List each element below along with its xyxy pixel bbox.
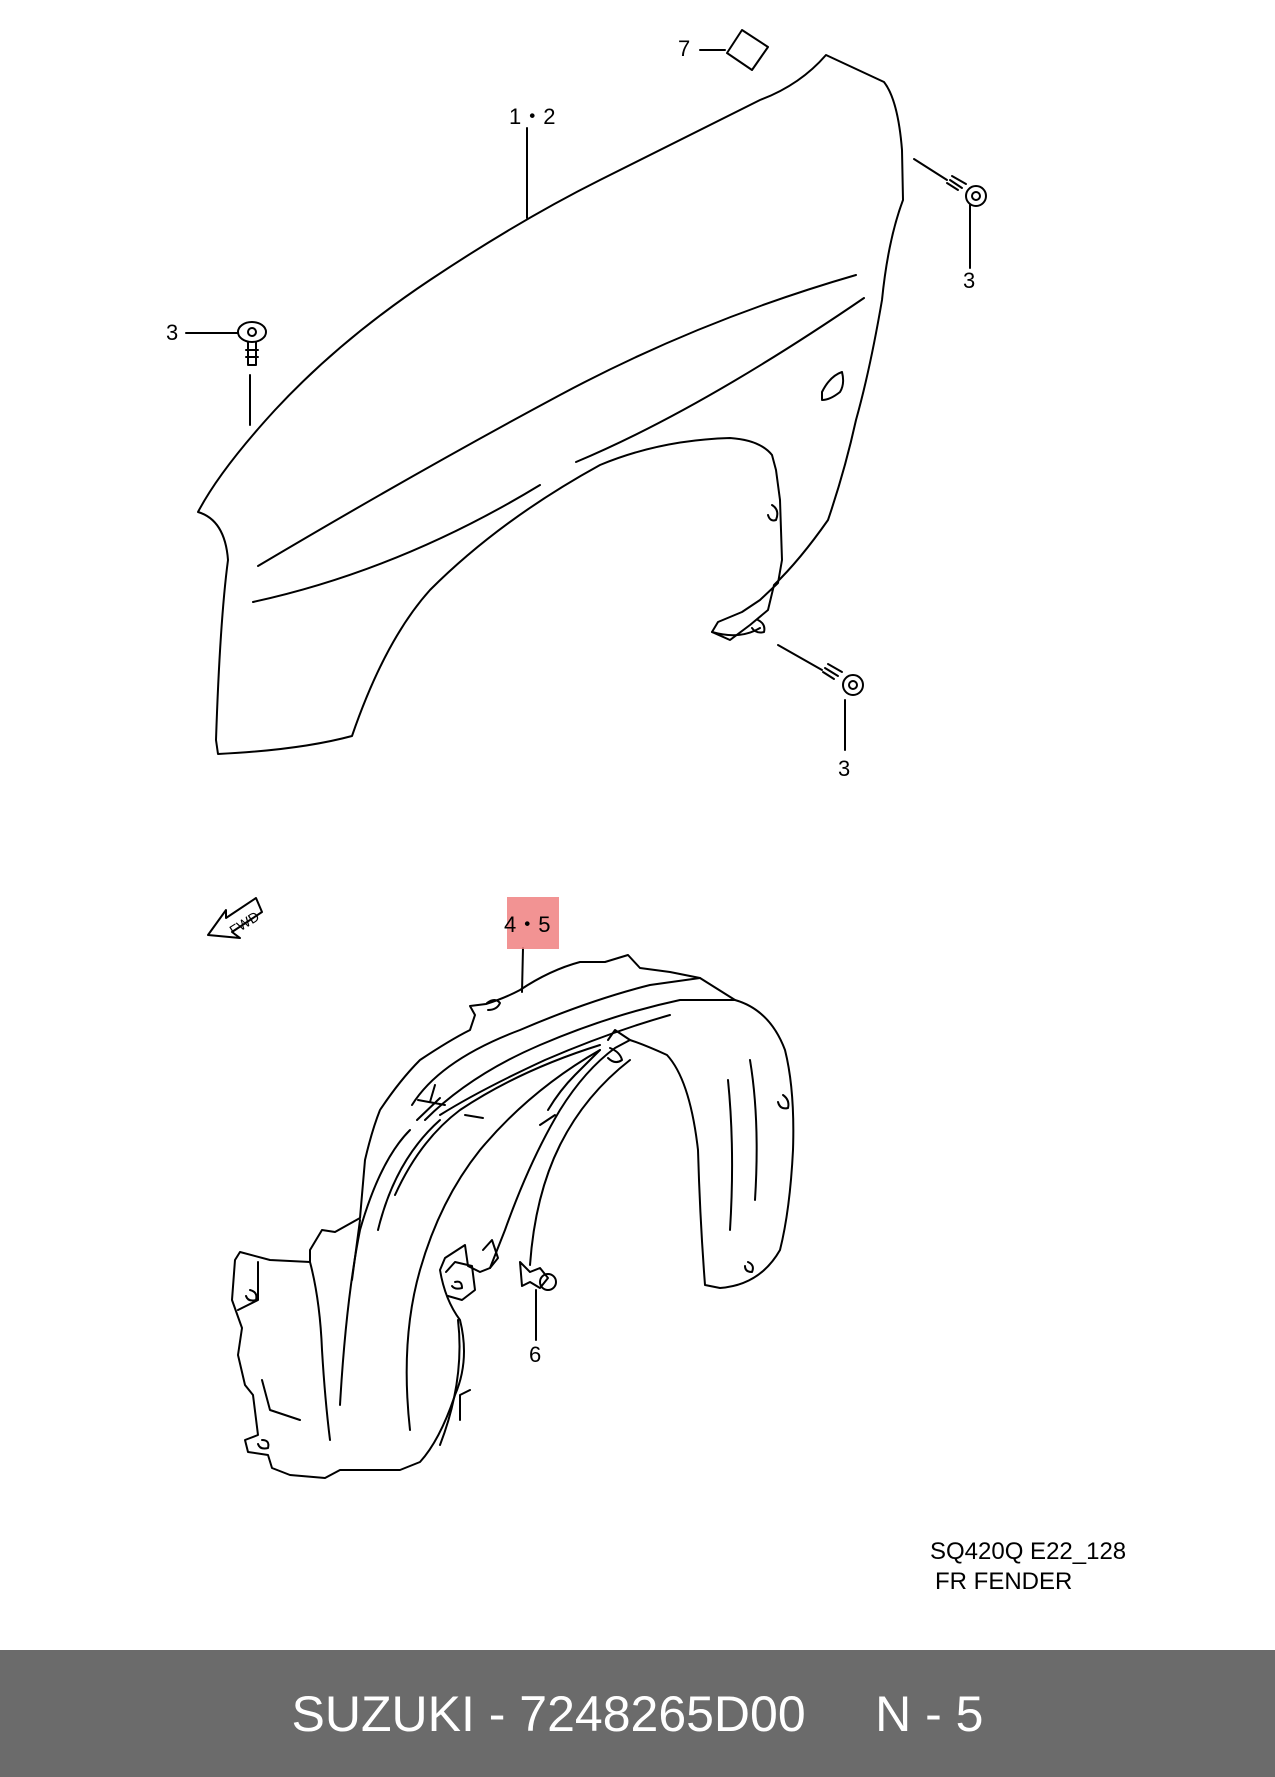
cap-part-7 bbox=[726, 29, 769, 71]
diagram-name: FR FENDER bbox=[935, 1568, 1073, 1595]
callout-clip[interactable]: 6 bbox=[529, 1342, 542, 1367]
fender-leaders bbox=[185, 29, 971, 751]
footer-brand: SUZUKI bbox=[291, 1685, 475, 1742]
bolt-bottom bbox=[822, 663, 864, 696]
callout-bolt-bottom[interactable]: 3 bbox=[838, 756, 851, 781]
footer-part-number: 7248265D00 bbox=[519, 1685, 806, 1742]
footer-ref: N - 5 bbox=[875, 1685, 984, 1742]
callout-bolt-top-right[interactable]: 3 bbox=[963, 268, 976, 293]
footer-separator: - bbox=[474, 1685, 520, 1742]
liner-callout-highlight bbox=[507, 897, 559, 949]
parts-diagram: FWD bbox=[185, 29, 987, 1479]
bolt-top-right bbox=[946, 175, 987, 207]
callout-bolt-left[interactable]: 3 bbox=[166, 320, 179, 345]
callout-cap[interactable]: 7 bbox=[678, 36, 691, 61]
clip-part-6 bbox=[519, 1261, 557, 1341]
bolt-left bbox=[237, 321, 267, 366]
footer-gap bbox=[806, 1685, 875, 1743]
diagram-code: SQ420Q E22_128 bbox=[930, 1538, 1127, 1565]
callout-liner[interactable]: 4・5 bbox=[504, 912, 551, 937]
footer-bar: SUZUKI - 7248265D00 N - 5 bbox=[0, 1650, 1275, 1777]
callout-fender[interactable]: 1・2 bbox=[509, 104, 556, 129]
fender-liner bbox=[231, 947, 795, 1479]
fender-panel bbox=[197, 54, 904, 755]
fwd-arrow: FWD bbox=[207, 897, 263, 939]
